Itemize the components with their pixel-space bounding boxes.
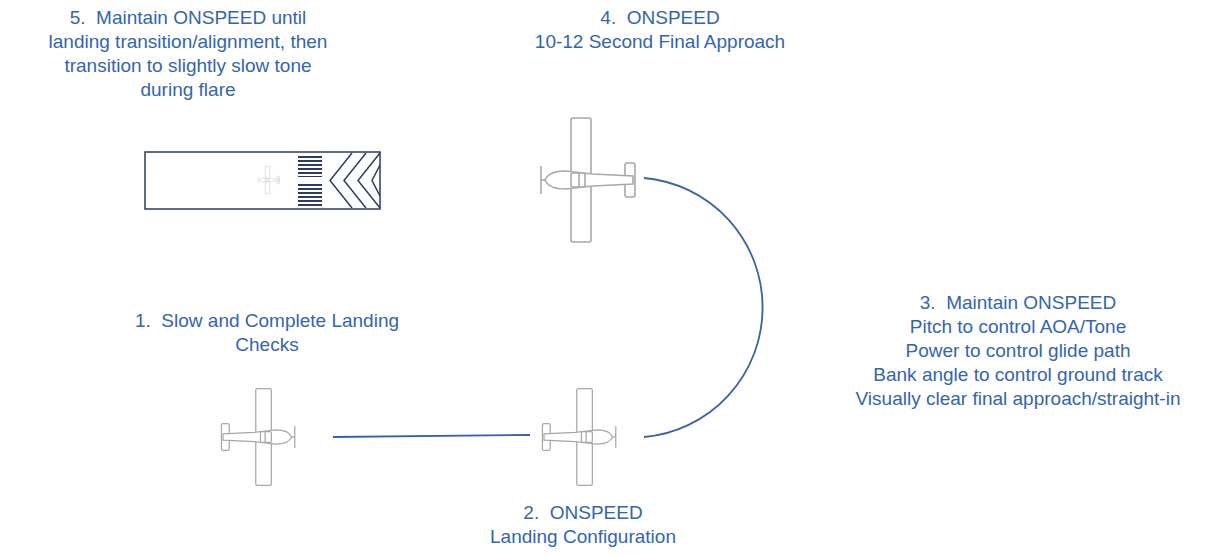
step-label: landing transition/alignment, then <box>49 31 328 53</box>
step-label: Power to control glide path <box>906 340 1131 362</box>
step-label: 3. Maintain ONSPEED <box>920 292 1116 314</box>
step-label: Pitch to control AOA/Tone <box>910 316 1127 338</box>
aircraft-downwind <box>221 389 294 486</box>
step-label: 5. Maintain ONSPEED until <box>70 7 307 29</box>
step-label: Bank angle to control ground track <box>873 364 1162 386</box>
step-label: Visually clear final approach/straight-i… <box>856 388 1181 410</box>
ground-track <box>333 178 763 437</box>
step-label: 10-12 Second Final Approach <box>535 31 785 53</box>
aircraft-base-turn <box>542 389 615 486</box>
step-label: 2. ONSPEED <box>523 502 642 524</box>
step-label: Checks <box>235 334 298 356</box>
step-label: 1. Slow and Complete Landing <box>135 310 399 332</box>
aircraft-final <box>541 118 635 242</box>
runway <box>145 152 380 209</box>
step-label: 4. ONSPEED <box>600 7 719 29</box>
step-label: during flare <box>140 79 235 101</box>
step-label: transition to slightly slow tone <box>64 55 311 77</box>
step-label: Landing Configuration <box>490 526 676 548</box>
